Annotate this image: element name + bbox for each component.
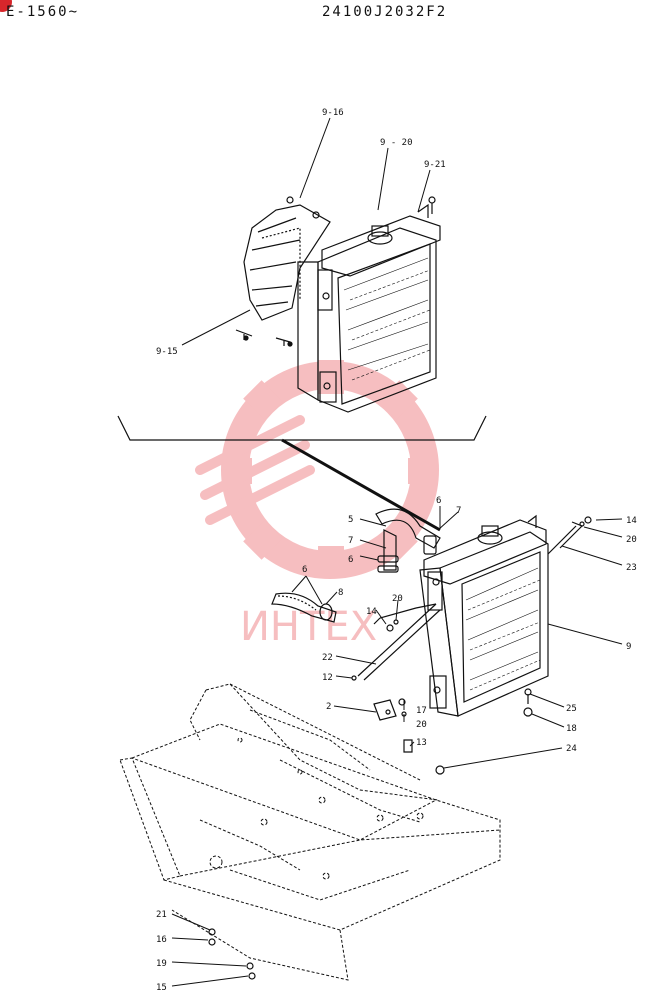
leader-lines [171, 117, 623, 987]
callout-5: 5 [348, 515, 353, 525]
group-bracket-line [117, 415, 487, 441]
callout-25: 25 [566, 704, 577, 714]
callout-6-lower: 6 [302, 565, 307, 575]
callout-9-21: 9-21 [424, 160, 446, 170]
chassis-frame [119, 683, 501, 981]
upper-radiator-assembly [235, 196, 441, 413]
callout-9-20: 9 - 20 [380, 138, 413, 148]
callout-6-left: 6 [348, 555, 353, 565]
callout-24: 24 [566, 744, 577, 754]
callout-7-top: 7 [456, 506, 461, 516]
callout-20-mid: 20 [392, 594, 403, 604]
callout-16: 16 [156, 935, 167, 945]
callout-15: 15 [156, 983, 167, 993]
serial-range-label: E-1560~ [6, 4, 80, 20]
callout-22: 22 [322, 653, 333, 663]
callout-20-low: 20 [416, 720, 427, 730]
callout-labels: 9-16 9 - 20 9-21 9-15 6 7 5 7 6 6 8 14 2… [156, 108, 637, 993]
callout-14-right: 14 [626, 516, 637, 526]
callout-14-mid: 14 [366, 607, 377, 617]
drawing-number-label: 24100J2032F2 [322, 4, 448, 20]
callout-17: 17 [416, 706, 427, 716]
callout-2: 2 [326, 702, 331, 712]
callout-13: 13 [416, 738, 427, 748]
callout-20-right: 20 [626, 535, 637, 545]
watermark-text: ИНТЕХ [240, 604, 377, 650]
callout-9: 9 [626, 642, 631, 652]
callout-19: 19 [156, 959, 167, 969]
corner-marker-badge [0, 0, 12, 12]
callout-23: 23 [626, 563, 637, 573]
callout-8: 8 [338, 588, 343, 598]
lower-radiator-assembly [271, 508, 592, 775]
callout-18: 18 [566, 724, 577, 734]
watermark-gear-logo [195, 360, 439, 579]
callout-21: 21 [156, 910, 167, 920]
callout-6-top: 6 [436, 496, 441, 506]
bracket-leader-line [281, 438, 441, 532]
bottom-hardware [208, 928, 256, 980]
callout-12: 12 [322, 673, 333, 683]
callout-9-16: 9-16 [322, 108, 344, 118]
callout-9-15: 9-15 [156, 347, 178, 357]
callout-7-left: 7 [348, 536, 353, 546]
